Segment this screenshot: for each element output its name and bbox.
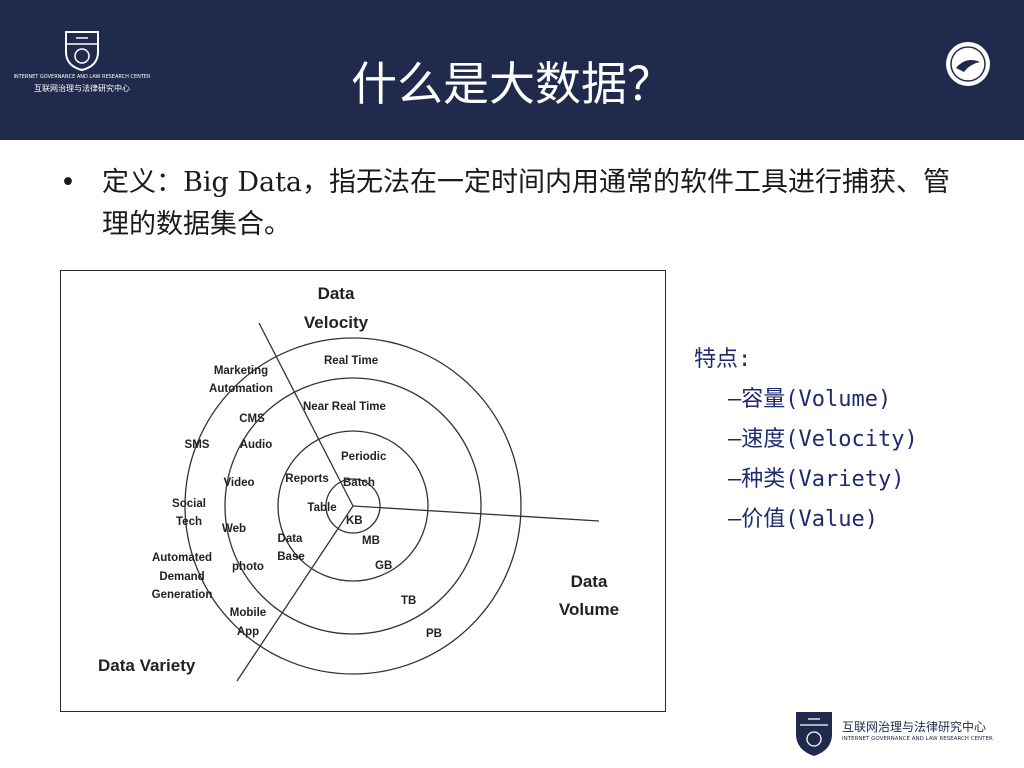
velocity-title-1: Data	[318, 284, 355, 303]
velocity-batch: Batch	[343, 477, 375, 489]
center-logo: INTERNET GOVERNANCE AND LAW RESEARCH CEN…	[12, 28, 152, 118]
logo-left-en: INTERNET GOVERNANCE AND LAW RESEARCH CEN…	[13, 74, 151, 80]
velocity-title-2: Velocity	[304, 313, 369, 332]
features-list: 特点: —容量(Volume) —速度(Velocity) —种类(Variet…	[694, 340, 918, 540]
variety-audio: Audio	[240, 439, 273, 451]
bullet-dot: •	[60, 167, 76, 198]
seal-icon	[946, 42, 990, 86]
big-data-diagram: Data Velocity Data Volume Data Variety R…	[60, 270, 666, 712]
features-heading: 特点:	[694, 347, 752, 372]
variety-video: Video	[223, 477, 254, 489]
volume-title-2: Volume	[559, 600, 619, 619]
definition-text: 定义：Big Data，指无法在一定时间内用通常的软件工具进行捕获、管理的数据集…	[102, 167, 951, 240]
variety-automated: Automated	[152, 552, 212, 564]
variety-social: Social	[172, 498, 206, 510]
variety-table: Table	[307, 502, 336, 514]
feature-volume: —容量(Volume)	[728, 387, 892, 412]
ring-2	[277, 430, 429, 582]
header-bar: INTERNET GOVERNANCE AND LAW RESEARCH CEN…	[0, 0, 1024, 140]
variety-tech: Tech	[176, 516, 202, 528]
variety-cms: CMS	[239, 413, 265, 425]
variety-demand: Demand	[159, 571, 204, 583]
volume-tb: TB	[401, 595, 416, 607]
volume-gb: GB	[375, 560, 392, 572]
variety-sms: SMS	[185, 439, 210, 451]
ring-1	[325, 478, 381, 534]
variety-generation: Generation	[152, 589, 213, 601]
velocity-axis	[258, 322, 354, 507]
footer-en: INTERNET GOVERNANCE AND LAW RESEARCH CEN…	[842, 736, 993, 742]
volume-mb: MB	[362, 535, 380, 547]
volume-axis	[352, 505, 600, 522]
variety-reports: Reports	[285, 473, 328, 485]
ring-4	[184, 337, 522, 675]
page-title: 什么是大数据？	[351, 57, 673, 111]
variety-marketing: Marketing	[214, 365, 268, 377]
ring-3	[224, 377, 482, 635]
volume-pb: PB	[426, 628, 442, 640]
variety-automation: Automation	[209, 383, 273, 395]
diagram-canvas: Data Velocity Data Volume Data Variety R…	[98, 284, 619, 682]
university-seal	[944, 40, 992, 92]
logo-left-cn: 互联网治理与法律研究中心	[34, 84, 130, 93]
feature-velocity: —速度(Velocity)	[728, 427, 918, 452]
velocity-periodic: Periodic	[341, 451, 387, 463]
velocity-near-real-time: Near Real Time	[303, 401, 386, 413]
velocity-real-time: Real Time	[324, 355, 378, 367]
variety-photo: photo	[232, 561, 264, 573]
shield-icon	[65, 31, 99, 72]
shield-icon	[796, 712, 832, 756]
definition-bullet: • 定义：Big Data，指无法在一定时间内用通常的软件工具进行捕获、管理的数…	[60, 162, 960, 246]
footer-logo: 互联网治理与法律研究中心 INTERNET GOVERNANCE AND LAW…	[790, 706, 1000, 762]
variety-mobile: Mobile	[230, 607, 266, 619]
variety-app: App	[237, 626, 259, 638]
feature-value: —价值(Value)	[728, 507, 878, 532]
variety-base: Base	[277, 551, 305, 563]
volume-kb: KB	[346, 515, 363, 527]
feature-variety: —种类(Variety)	[728, 467, 905, 492]
variety-title: Data Variety	[98, 656, 196, 675]
variety-data: Data	[278, 533, 304, 545]
variety-web: Web	[222, 523, 246, 535]
variety-axis	[236, 505, 354, 682]
footer-cn: 互联网治理与法律研究中心	[842, 720, 987, 734]
volume-title-1: Data	[571, 572, 608, 591]
